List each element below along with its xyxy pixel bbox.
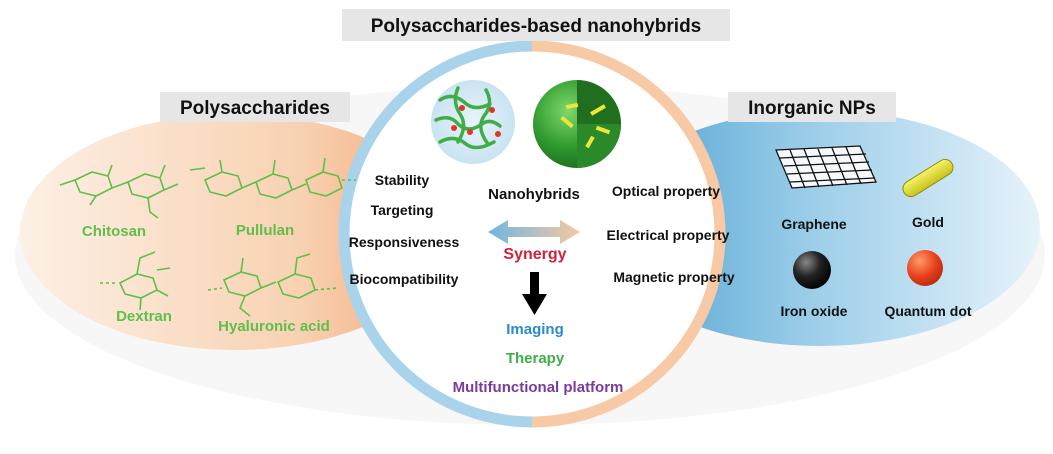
left-header: Polysaccharides [180, 98, 330, 119]
iron-oxide-icon [793, 251, 831, 289]
outcome-imaging: Imaging [506, 321, 564, 338]
property-magnetic: Magnetic property [613, 269, 735, 285]
dextran-structure-icon [100, 251, 171, 311]
chitosan-label: Chitosan [82, 223, 146, 240]
gold-label: Gold [912, 214, 944, 230]
right-header: Inorganic NPs [748, 98, 876, 119]
synergy-label: Synergy [503, 246, 566, 263]
chitosan-structure-icon [59, 164, 179, 219]
synergy-double-arrow-icon [488, 220, 580, 244]
quantum-dot-label: Quantum dot [884, 303, 971, 319]
iron-oxide-label: Iron oxide [781, 303, 848, 319]
down-arrow-icon [522, 272, 547, 315]
property-biocompatibility: Biocompatibility [350, 271, 459, 287]
pullulan-label: Pullulan [236, 222, 294, 239]
property-targeting: Targeting [371, 202, 434, 218]
ring-right-half [531, 40, 726, 428]
polymer-network-icon [431, 80, 515, 164]
pullulan-structure-icon [189, 157, 356, 199]
property-optical: Optical property [612, 183, 720, 199]
left-header-box [160, 92, 350, 122]
graphene-label: Graphene [781, 216, 847, 232]
core-shell-sphere-icon [533, 80, 621, 168]
quantum-dot-icon [907, 250, 943, 286]
polysaccharides-region [20, 114, 450, 350]
ring-left-half [338, 40, 533, 428]
property-stability: Stability [375, 172, 430, 188]
outcome-therapy: Therapy [506, 350, 565, 367]
title-box [342, 9, 730, 41]
page-title: Polysaccharides-based nanohybrids [371, 16, 702, 37]
nanohybrids-label: Nanohybrids [488, 186, 580, 203]
hyaluronic-acid-label: Hyaluronic acid [218, 318, 330, 335]
gold-nanorod-icon [902, 158, 954, 198]
hyaluronic-acid-structure-icon [207, 253, 339, 317]
outcome-multifunctional-platform: Multifunctional platform [453, 379, 624, 396]
dextran-label: Dextran [116, 308, 172, 325]
property-electrical: Electrical property [607, 227, 730, 243]
right-header-box [728, 92, 896, 122]
graphene-icon [775, 145, 877, 189]
property-responsiveness: Responsiveness [349, 234, 460, 250]
